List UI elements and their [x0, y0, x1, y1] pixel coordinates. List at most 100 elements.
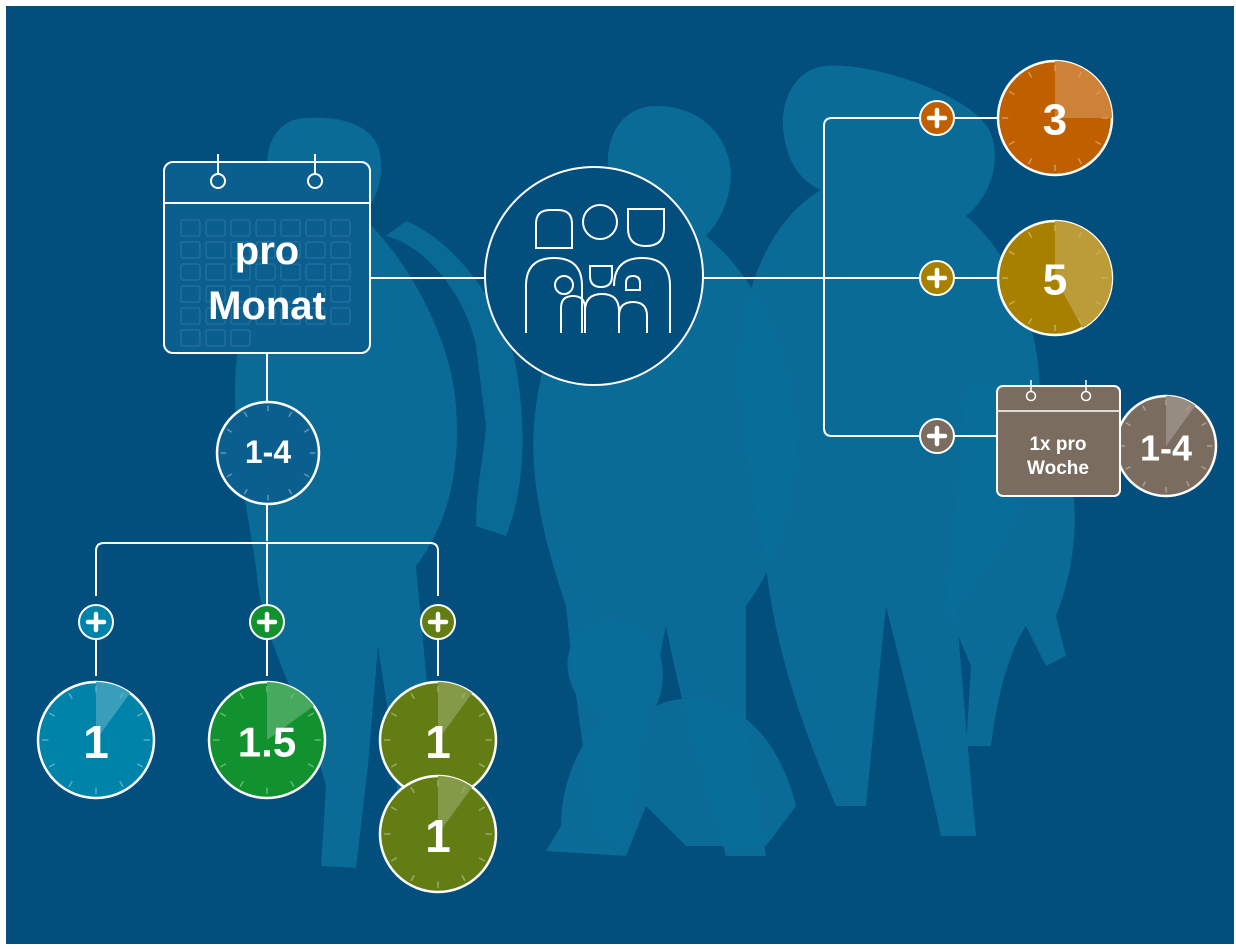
calendar-day-cell — [180, 263, 201, 281]
plus-icon — [919, 100, 955, 136]
timer-elapsed-wedge — [1055, 61, 1112, 118]
calendar-day-cell — [330, 307, 351, 325]
calendar-day-cell — [255, 285, 276, 303]
timer-tick — [1027, 318, 1033, 325]
calendar-day-cell — [205, 307, 226, 325]
timer-tick — [303, 473, 310, 478]
timer-tick — [68, 692, 73, 700]
timer-tick — [1185, 481, 1190, 487]
calendar-day-cell — [180, 329, 201, 347]
timer-tick — [1027, 158, 1033, 165]
timer-tick — [390, 806, 398, 811]
plus-glyph — [256, 611, 278, 633]
calendar-day-cell — [205, 219, 226, 237]
timer-elapsed-wedge — [267, 682, 314, 740]
calendar-day-cell — [330, 219, 351, 237]
timer-tick — [290, 780, 295, 788]
family-member-shape — [589, 265, 613, 289]
calendar-day-cell — [330, 241, 351, 259]
timer-tick — [1095, 250, 1102, 256]
timer-tick — [290, 692, 295, 700]
branch-value: 1 — [83, 716, 109, 768]
family-member-shape — [560, 294, 586, 333]
timer-tick — [1142, 405, 1147, 411]
family-member-shape — [618, 300, 648, 333]
timer-tick — [1201, 422, 1207, 427]
timer-icon — [378, 774, 498, 894]
right-branches: 351-4 — [919, 59, 1218, 498]
timer-tick — [461, 692, 466, 700]
calendar-day-cell — [305, 219, 326, 237]
timer-tick — [1027, 71, 1033, 78]
calendar-icon — [210, 154, 323, 189]
calendar-pro-monat: pro Monat — [163, 154, 371, 354]
timer-tick — [410, 692, 415, 700]
timer-elapsed-wedge — [1055, 221, 1113, 328]
calendar-pro-woche: 1x pro Woche — [996, 380, 1121, 497]
calendar-day-cell — [230, 219, 251, 237]
family-member-shape — [625, 274, 641, 291]
timer-tick — [68, 780, 73, 788]
calendar-day-cell — [230, 329, 251, 347]
family-silhouette — [235, 65, 1075, 869]
calendar-day-cell — [255, 263, 276, 281]
timer-tick — [461, 874, 466, 882]
timer-tick — [390, 712, 398, 717]
family-member-shape — [525, 256, 583, 333]
timer-tick — [48, 712, 56, 717]
family-member-shape — [535, 209, 573, 249]
timer-tick — [1077, 231, 1083, 238]
plus-icon — [919, 260, 955, 296]
plus-glyph — [85, 611, 107, 633]
calendar-ring — [210, 173, 226, 189]
calendar-day-cell — [305, 285, 326, 303]
calendar-day-cell — [305, 263, 326, 281]
calendar-day-cell — [205, 329, 226, 347]
plus-icon — [78, 604, 114, 640]
family-member-shape — [627, 208, 665, 248]
timer-tick — [1125, 422, 1131, 427]
branch-value: 1 — [425, 716, 451, 768]
connector-lines — [95, 117, 999, 676]
right-branch: 5 — [919, 219, 1114, 337]
calendar-day-cell — [330, 263, 351, 281]
family-child-head — [554, 275, 574, 295]
timer-icon — [207, 680, 327, 800]
timer-tick — [48, 763, 56, 768]
timer-tick — [1077, 158, 1083, 165]
family-circle — [484, 166, 704, 386]
calendar-icon — [997, 380, 1120, 412]
calendar-label-line2: Monat — [208, 284, 326, 328]
timer-tick — [1201, 465, 1207, 470]
calendar-ring — [1080, 390, 1092, 402]
calendar-grid — [180, 219, 351, 347]
timer-tick — [1077, 71, 1083, 78]
branch-value: 1.5 — [238, 719, 296, 766]
timer-tick — [1095, 90, 1102, 96]
timer-tick — [1095, 300, 1102, 306]
right-branch: 1-4 — [919, 394, 1218, 498]
timer-tick — [219, 712, 227, 717]
timer-tick — [1008, 90, 1015, 96]
timer-tick — [243, 488, 248, 495]
calendar-day-cell — [230, 263, 251, 281]
family-icon — [525, 204, 671, 333]
timer-icon — [996, 59, 1114, 177]
calendar-day-cell — [255, 307, 276, 325]
calendar-day-cell — [330, 285, 351, 303]
branch-value: 5 — [1043, 256, 1067, 305]
calendar-day-cell — [230, 241, 251, 259]
calendar-week-line1: 1x pro — [1029, 434, 1086, 455]
timer-tick — [478, 712, 486, 717]
calendar-week-frame — [996, 385, 1121, 497]
calendar-day-cell — [280, 241, 301, 259]
timer-tick — [1008, 140, 1015, 146]
left-branches: 1 1.5 11 — [36, 604, 498, 894]
silhouette-shape — [546, 620, 796, 856]
timer-tick — [307, 712, 315, 717]
calendar-day-cell — [205, 263, 226, 281]
family-head — [582, 204, 618, 240]
left-branch: 11 — [378, 604, 498, 894]
plus-icon — [249, 604, 285, 640]
